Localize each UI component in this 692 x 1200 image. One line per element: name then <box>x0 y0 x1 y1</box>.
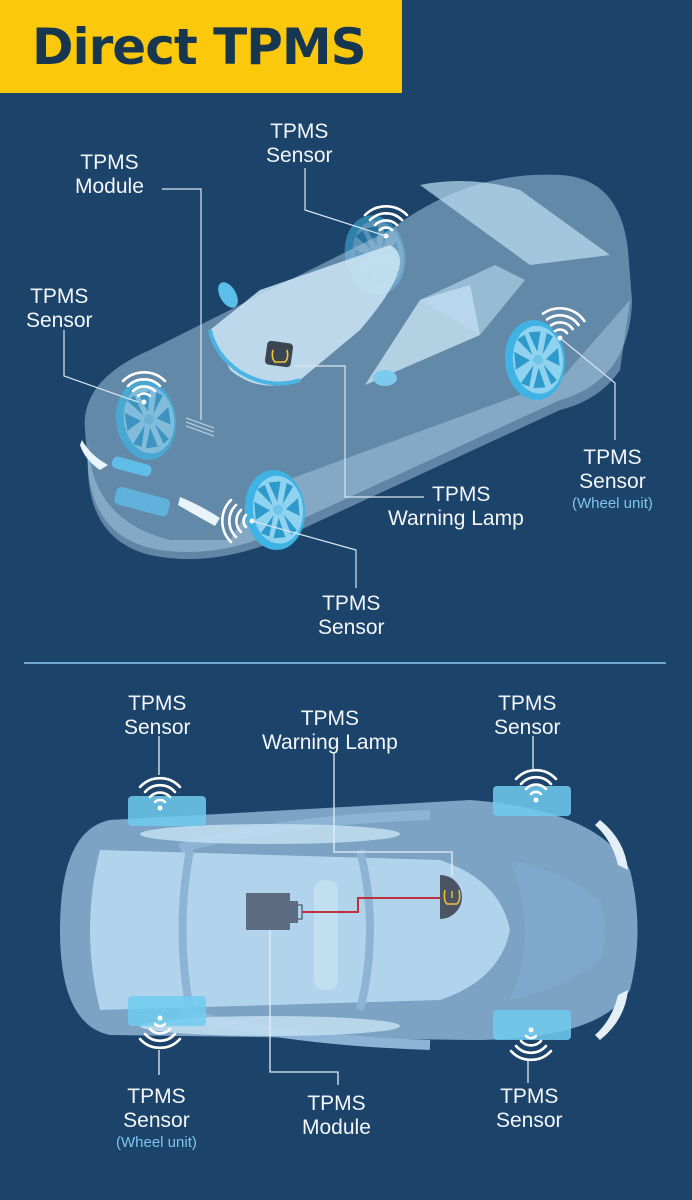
leader-lines <box>63 168 616 588</box>
wheel-rear-left-topdown <box>128 996 206 1026</box>
wheel-front-right-topdown <box>493 786 571 816</box>
tpms-module-topdown <box>246 893 303 930</box>
warning-lamp-iso <box>264 340 294 368</box>
wheel-front-left-topdown <box>128 796 206 826</box>
wifi-icon <box>509 1026 553 1062</box>
isometric-car-illustration <box>63 168 632 588</box>
page-title: Direct TPMS <box>32 18 367 76</box>
section-divider <box>24 662 666 664</box>
wifi-icon <box>514 768 558 804</box>
wifi-icon <box>138 1014 182 1050</box>
car-body-topdown <box>60 800 638 1040</box>
title-banner: Direct TPMS <box>0 0 402 93</box>
wheel-rear-right-topdown <box>493 1010 571 1040</box>
warning-lamp-topdown <box>440 875 462 919</box>
wifi-icon <box>138 776 182 812</box>
tpms-module-iso <box>185 417 215 437</box>
